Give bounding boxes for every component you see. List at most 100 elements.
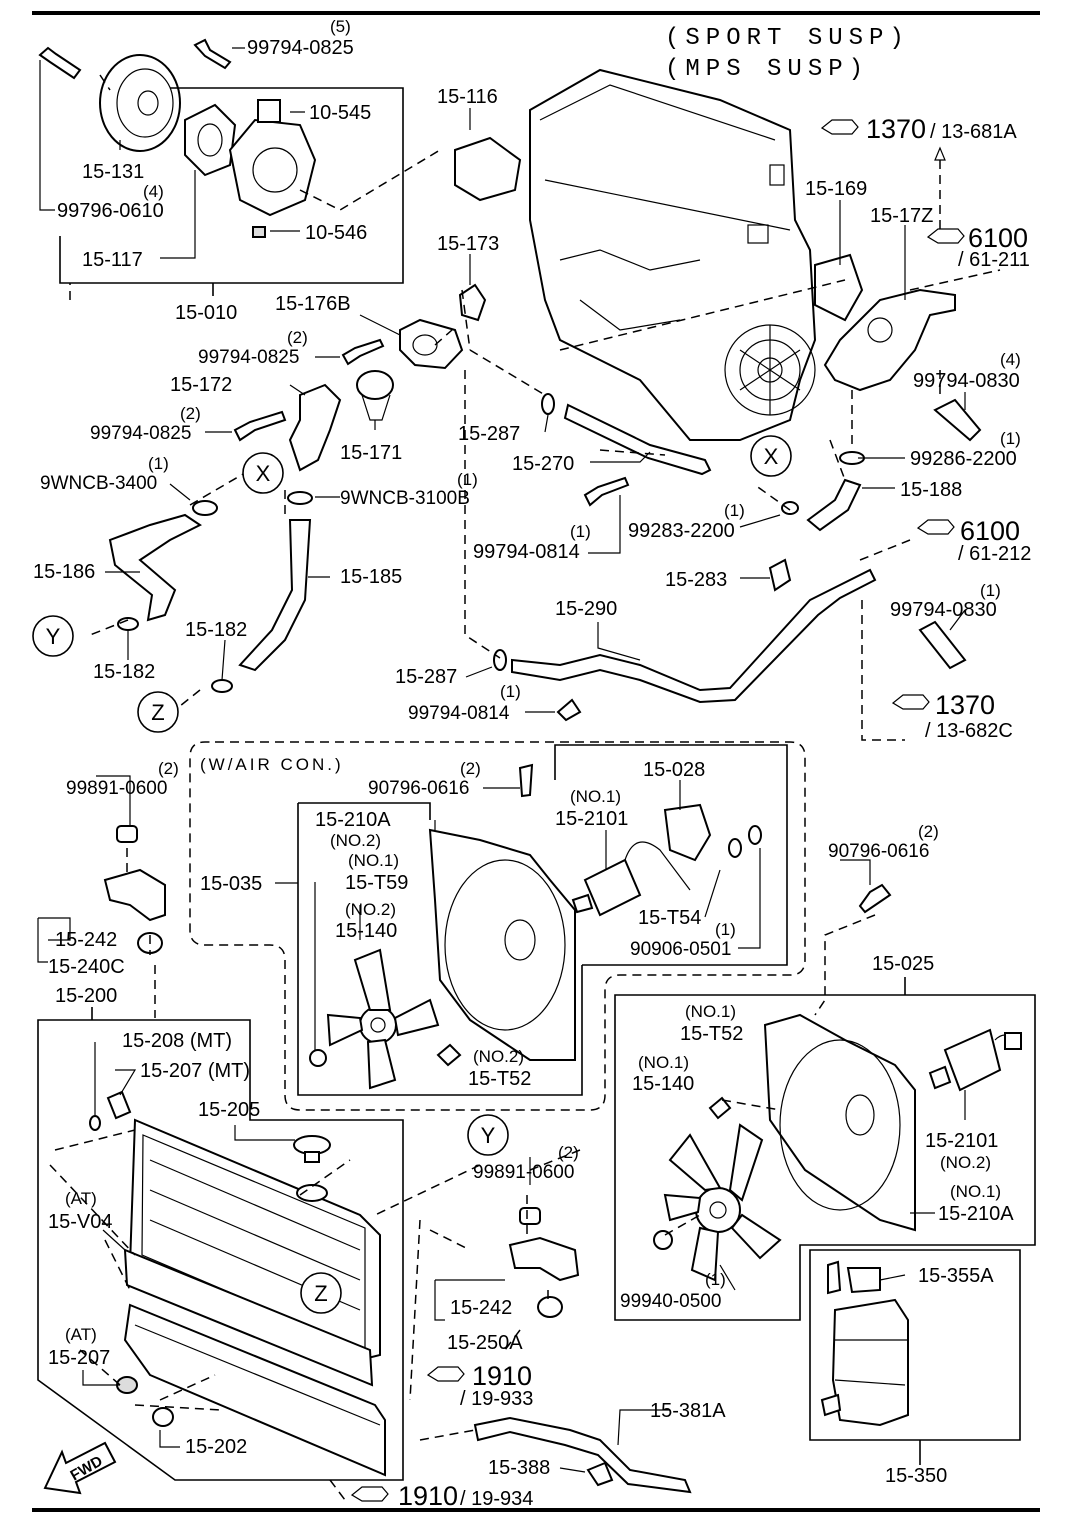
reservoir-box: [809, 1249, 1021, 1441]
plug-10-546: [252, 226, 266, 238]
lbl-15-242-b: 15-242: [450, 1297, 512, 1319]
reservoir-tank: [820, 1298, 909, 1427]
lbl-99794-0825-a: 99794-0825: [198, 347, 299, 368]
marker-y-b: [467, 1114, 509, 1156]
nut-15-t59: [309, 1049, 327, 1067]
radiator-lower-tank: [123, 1303, 386, 1477]
lbl-90796-0616-b: 90796-0616: [828, 841, 929, 862]
engine-block: [529, 68, 817, 441]
lbl-15-171: 15-171: [340, 442, 402, 464]
lbl-15-202: 15-202: [185, 1436, 247, 1458]
marker-z-b: [300, 1272, 342, 1314]
water-pump-box: [59, 87, 404, 296]
lbl-15-172: 15-172: [170, 374, 232, 396]
marker-y-a: [32, 615, 74, 657]
lbl-no1-d: (NO.1): [638, 1053, 689, 1072]
lbl-99286-2200-qty: (1): [1000, 429, 1021, 448]
lbl-99794-0814-a: 99794-0814: [473, 541, 580, 563]
marker-x-a-label: X: [256, 461, 271, 486]
lbl-15-t59: 15-T59: [345, 872, 408, 894]
water-pump-body: [228, 99, 317, 217]
ref-1370-b-sub: / 13-682C: [925, 720, 1013, 742]
lbl-15-173: 15-173: [437, 233, 499, 255]
ref-1910-a-sub: / 19-933: [460, 1388, 533, 1410]
marker-x-b-label: X: [764, 444, 779, 469]
lbl-99794-0814-b-qty: (1): [500, 682, 521, 701]
clip-15-283: [768, 558, 792, 592]
lbl-99891-0600-a-qty: (2): [158, 759, 179, 778]
lbl-15-210a-b: 15-210A: [938, 1203, 1014, 1225]
lbl-15-381a: 15-381A: [650, 1400, 726, 1422]
lbl-99796-0610-qty: (4): [143, 182, 164, 201]
lbl-15-035: 15-035: [200, 873, 262, 895]
lbl-15-287-a: 15-287: [458, 423, 520, 445]
fan-shroud-15-210a-b: [763, 1013, 916, 1232]
fan-motor-15-2101-b: [928, 1028, 1022, 1092]
bracket-15-250a: [508, 1236, 580, 1282]
o-ring-15-287-b: [493, 649, 507, 671]
ref-1370-a: 1370 / 13-681A: [820, 114, 1017, 161]
pipe-15-270: [563, 403, 712, 476]
bolt-15-t52-a: [436, 1043, 462, 1067]
ref-1370-b-num: 1370: [935, 690, 995, 720]
lbl-15-025: 15-025: [872, 953, 934, 975]
lbl-90906-0501-qty: (1): [715, 920, 736, 939]
leader-dashed-upper: [69, 74, 1001, 741]
lbl-no1-b: (NO.1): [348, 851, 399, 870]
thermostat-15-171: [356, 370, 394, 421]
lbl-15-250a: 15-250A: [447, 1332, 523, 1354]
bolt-99794-0830-a: [933, 398, 982, 442]
lbl-no1-c: (NO.1): [685, 1002, 736, 1021]
radiator-neck: [296, 1184, 328, 1202]
bolt-99794-0825-b: [233, 410, 287, 442]
lbl-99283-2200-qty: (1): [724, 501, 745, 520]
lbl-15-t54: 15-T54: [638, 907, 701, 929]
leader-lines: [37, 47, 966, 1473]
ref-1370-b: 1370 / 13-682C: [891, 690, 1013, 742]
ref-6100-b-sub: / 61-212: [958, 543, 1031, 565]
lbl-15-208: 15-208 (MT): [122, 1030, 232, 1052]
gasket-15-169: [814, 253, 864, 322]
clamp-99283-2200: [781, 501, 799, 515]
lbl-99794-0814-b: 99794-0814: [408, 703, 510, 724]
lbl-15-210a-a: 15-210A: [315, 809, 391, 831]
lbl-99940-0500: 99940-0500: [620, 1291, 721, 1312]
lbl-9wncb-3400-qty: (1): [148, 454, 169, 473]
lbl-15-2101-a: 15-2101: [555, 808, 628, 830]
clamp-15-388: [586, 1461, 614, 1487]
lbl-99794-0825-top-qty: (5): [330, 17, 351, 36]
lbl-9wncb-3100b: 9WNCB-3100B: [340, 488, 470, 509]
lbl-99794-0825-b: 99794-0825: [90, 423, 191, 444]
ref-1370-a-num: 1370: [866, 114, 926, 144]
elbow-15-172: [288, 383, 342, 472]
lbl-99283-2200: 99283-2200: [628, 520, 735, 542]
marker-z-a-label: Z: [151, 700, 164, 725]
clamp-9wncb-3400: [192, 500, 218, 516]
ref-6100-a-sub: / 61-211: [958, 249, 1030, 271]
lbl-no2-d: (NO.2): [940, 1153, 991, 1172]
lbl-15-140-a: 15-140: [335, 920, 397, 942]
lbl-15-v04: 15-V04: [48, 1211, 113, 1233]
lbl-15-169: 15-169: [805, 178, 867, 200]
leader-dashed-lower: [49, 848, 581, 1501]
lbl-10-545: 10-545: [309, 102, 371, 124]
gasket-15-116: [454, 136, 522, 202]
lbl-no2-c: (NO.2): [473, 1047, 524, 1066]
nut-90906-0501: [748, 825, 762, 845]
fan-shroud-15-210a-a: [428, 828, 576, 1061]
lbl-99891-0600-b: 99891-0600: [473, 1162, 574, 1183]
o-ring-15-208: [89, 1115, 101, 1131]
bolt-99794-0825-a: [341, 338, 385, 366]
leader-dashed-right-fan: [664, 914, 876, 1236]
lbl-15-207-mt: 15-207 (MT): [140, 1060, 250, 1082]
lbl-15-388: 15-388: [488, 1457, 550, 1479]
bracket-15-028: [663, 803, 712, 862]
nut-99891-0600-b: [519, 1207, 541, 1225]
ref-1910-a: 1910 / 19-933: [426, 1361, 533, 1410]
lbl-99794-0830-a: 99794-0830: [913, 370, 1020, 392]
crank-bolt: [38, 46, 82, 80]
fwd-arrow: FWD: [43, 1441, 117, 1495]
cushion-15-242-b: [537, 1296, 563, 1318]
lbl-15-010: 15-010: [175, 302, 237, 324]
washer-15-t54: [728, 838, 742, 858]
